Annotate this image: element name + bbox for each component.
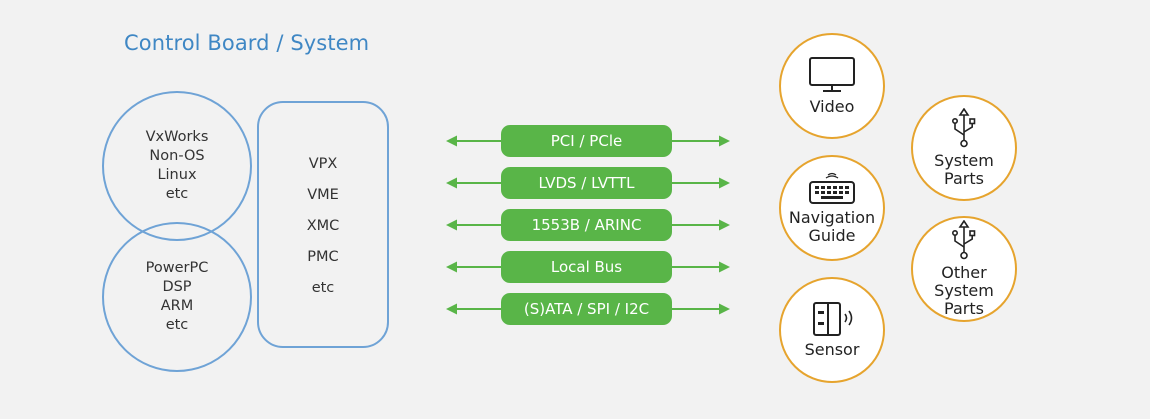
os-group-item: etc <box>165 186 189 202</box>
device-sensor: Sensor <box>779 277 885 383</box>
processor-group-item: PowerPC <box>145 260 209 276</box>
device-video: Video <box>779 33 885 139</box>
device-label: System <box>934 151 994 170</box>
os-group-item: Linux <box>157 167 197 183</box>
form-factor-item: etc <box>311 280 335 296</box>
os-group-item: VxWorks <box>145 129 209 145</box>
sensor-icon <box>813 302 853 336</box>
bus-label-local-bus: Local Bus <box>501 251 672 283</box>
os-group-item: Non-OS <box>149 148 205 164</box>
form-factor-item: PMC <box>307 249 339 265</box>
device-label: Navigation <box>788 208 876 227</box>
device-system-parts: System Parts <box>911 95 1017 201</box>
device-label: Video <box>809 97 855 116</box>
device-label: Guide <box>808 226 856 245</box>
device-other-system-parts: Other System Parts <box>911 216 1017 322</box>
diagram-title: Control Board / System <box>124 31 370 55</box>
device-label: Other <box>941 263 987 282</box>
bus-label-pci: PCI / PCle <box>501 125 672 157</box>
processor-group-item: ARM <box>160 298 194 314</box>
processor-group-item: etc <box>165 317 189 333</box>
device-label: Parts <box>944 299 984 318</box>
device-label: Sensor <box>804 340 860 359</box>
form-factor-item: VME <box>307 187 339 203</box>
form-factor-item: VPX <box>308 156 338 172</box>
form-factor-item: XMC <box>306 218 340 234</box>
form-factor-box: VPX VME XMC PMC etc <box>257 101 389 348</box>
device-label: Parts <box>944 169 984 188</box>
usb-icon <box>951 220 976 260</box>
monitor-icon <box>809 57 855 92</box>
processor-group-item: DSP <box>162 279 192 295</box>
processor-group-circle: PowerPC DSP ARM etc <box>102 222 252 372</box>
keyboard-icon <box>809 172 855 204</box>
bus-label-lvds: LVDS / LVTTL <box>501 167 672 199</box>
usb-icon <box>951 108 976 148</box>
device-label: System <box>934 281 994 300</box>
bus-label-1553b: 1553B / ARINC <box>501 209 672 241</box>
device-navigation-guide: Navigation Guide <box>779 155 885 261</box>
bus-label-sata: (S)ATA / SPI / I2C <box>501 293 672 325</box>
